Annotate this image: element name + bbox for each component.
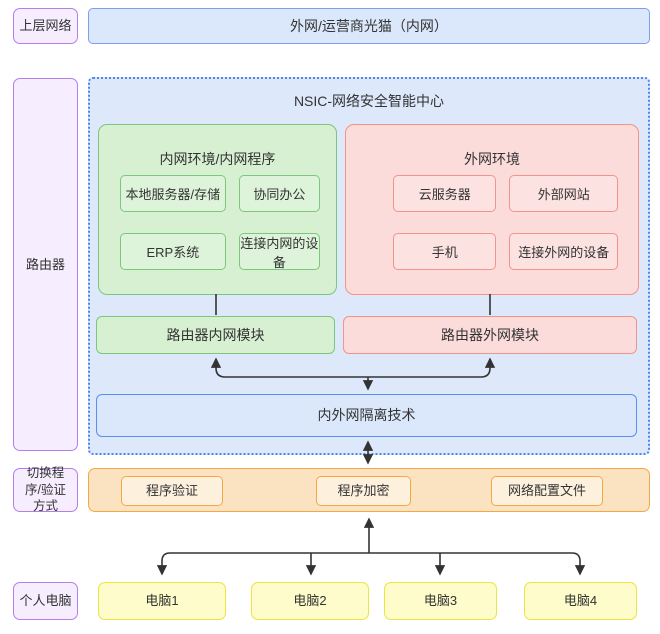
isolation-technology-box: 内外网隔离技术 bbox=[96, 394, 637, 437]
extranet-item-cloud-server: 云服务器 bbox=[393, 175, 497, 212]
intranet-item-erp: ERP系统 bbox=[120, 233, 226, 270]
extranet-item-mobile-phone: 手机 bbox=[393, 233, 497, 270]
switch-item-program-verification: 程序验证 bbox=[121, 476, 223, 506]
wan-optical-modem-box: 外网/运营商光猫（内网） bbox=[88, 8, 650, 44]
extranet-environment-title: 外网环境 bbox=[464, 151, 520, 167]
intranet-environment-title: 内网环境/内网程序 bbox=[159, 151, 276, 167]
connector-fan-to-pc1 bbox=[156, 552, 369, 576]
intranet-environment-panel: 内网环境/内网程序 本地服务器/存储 协同办公 ERP系统 连接内网的设备 bbox=[98, 124, 337, 295]
nsic-title: NSIC-网络安全智能中心 bbox=[293, 93, 445, 109]
extranet-item-external-website: 外部网站 bbox=[509, 175, 618, 212]
extranet-environment-panel: 外网环境 云服务器 外部网站 手机 连接外网的设备 bbox=[345, 124, 639, 295]
intranet-item-local-server: 本地服务器/存储 bbox=[120, 175, 226, 212]
row-label-personal-computer: 个人电脑 bbox=[13, 582, 78, 620]
switch-item-network-config-file: 网络配置文件 bbox=[491, 476, 603, 506]
pc-box-3: 电脑3 bbox=[384, 582, 497, 620]
pc-box-1: 电脑1 bbox=[98, 582, 226, 620]
connector-fan-to-pc4 bbox=[369, 552, 586, 576]
intranet-items-grid: 本地服务器/存储 协同办公 ERP系统 连接内网的设备 bbox=[120, 175, 320, 270]
extranet-items-grid: 云服务器 外部网站 手机 连接外网的设备 bbox=[393, 175, 618, 270]
row-label-router: 路由器 bbox=[13, 78, 78, 451]
pc-box-4: 电脑4 bbox=[524, 582, 637, 620]
switch-band: 程序验证 程序加密 网络配置文件 bbox=[88, 468, 650, 512]
intranet-item-devices: 连接内网的设备 bbox=[238, 233, 320, 270]
switch-item-program-encryption: 程序加密 bbox=[316, 476, 411, 506]
intranet-item-collab-office: 协同办公 bbox=[238, 175, 320, 212]
nsic-container: NSIC-网络安全智能中心 内网环境/内网程序 本地服务器/存储 协同办公 ER… bbox=[88, 77, 650, 455]
extranet-item-devices: 连接外网的设备 bbox=[509, 233, 618, 270]
router-extranet-module: 路由器外网模块 bbox=[343, 316, 637, 354]
router-intranet-module: 路由器内网模块 bbox=[96, 316, 335, 354]
pc-box-2: 电脑2 bbox=[251, 582, 369, 620]
row-label-switch-verification: 切换程序/验证方式 bbox=[13, 466, 78, 513]
row-label-upper-network: 上层网络 bbox=[13, 8, 78, 44]
